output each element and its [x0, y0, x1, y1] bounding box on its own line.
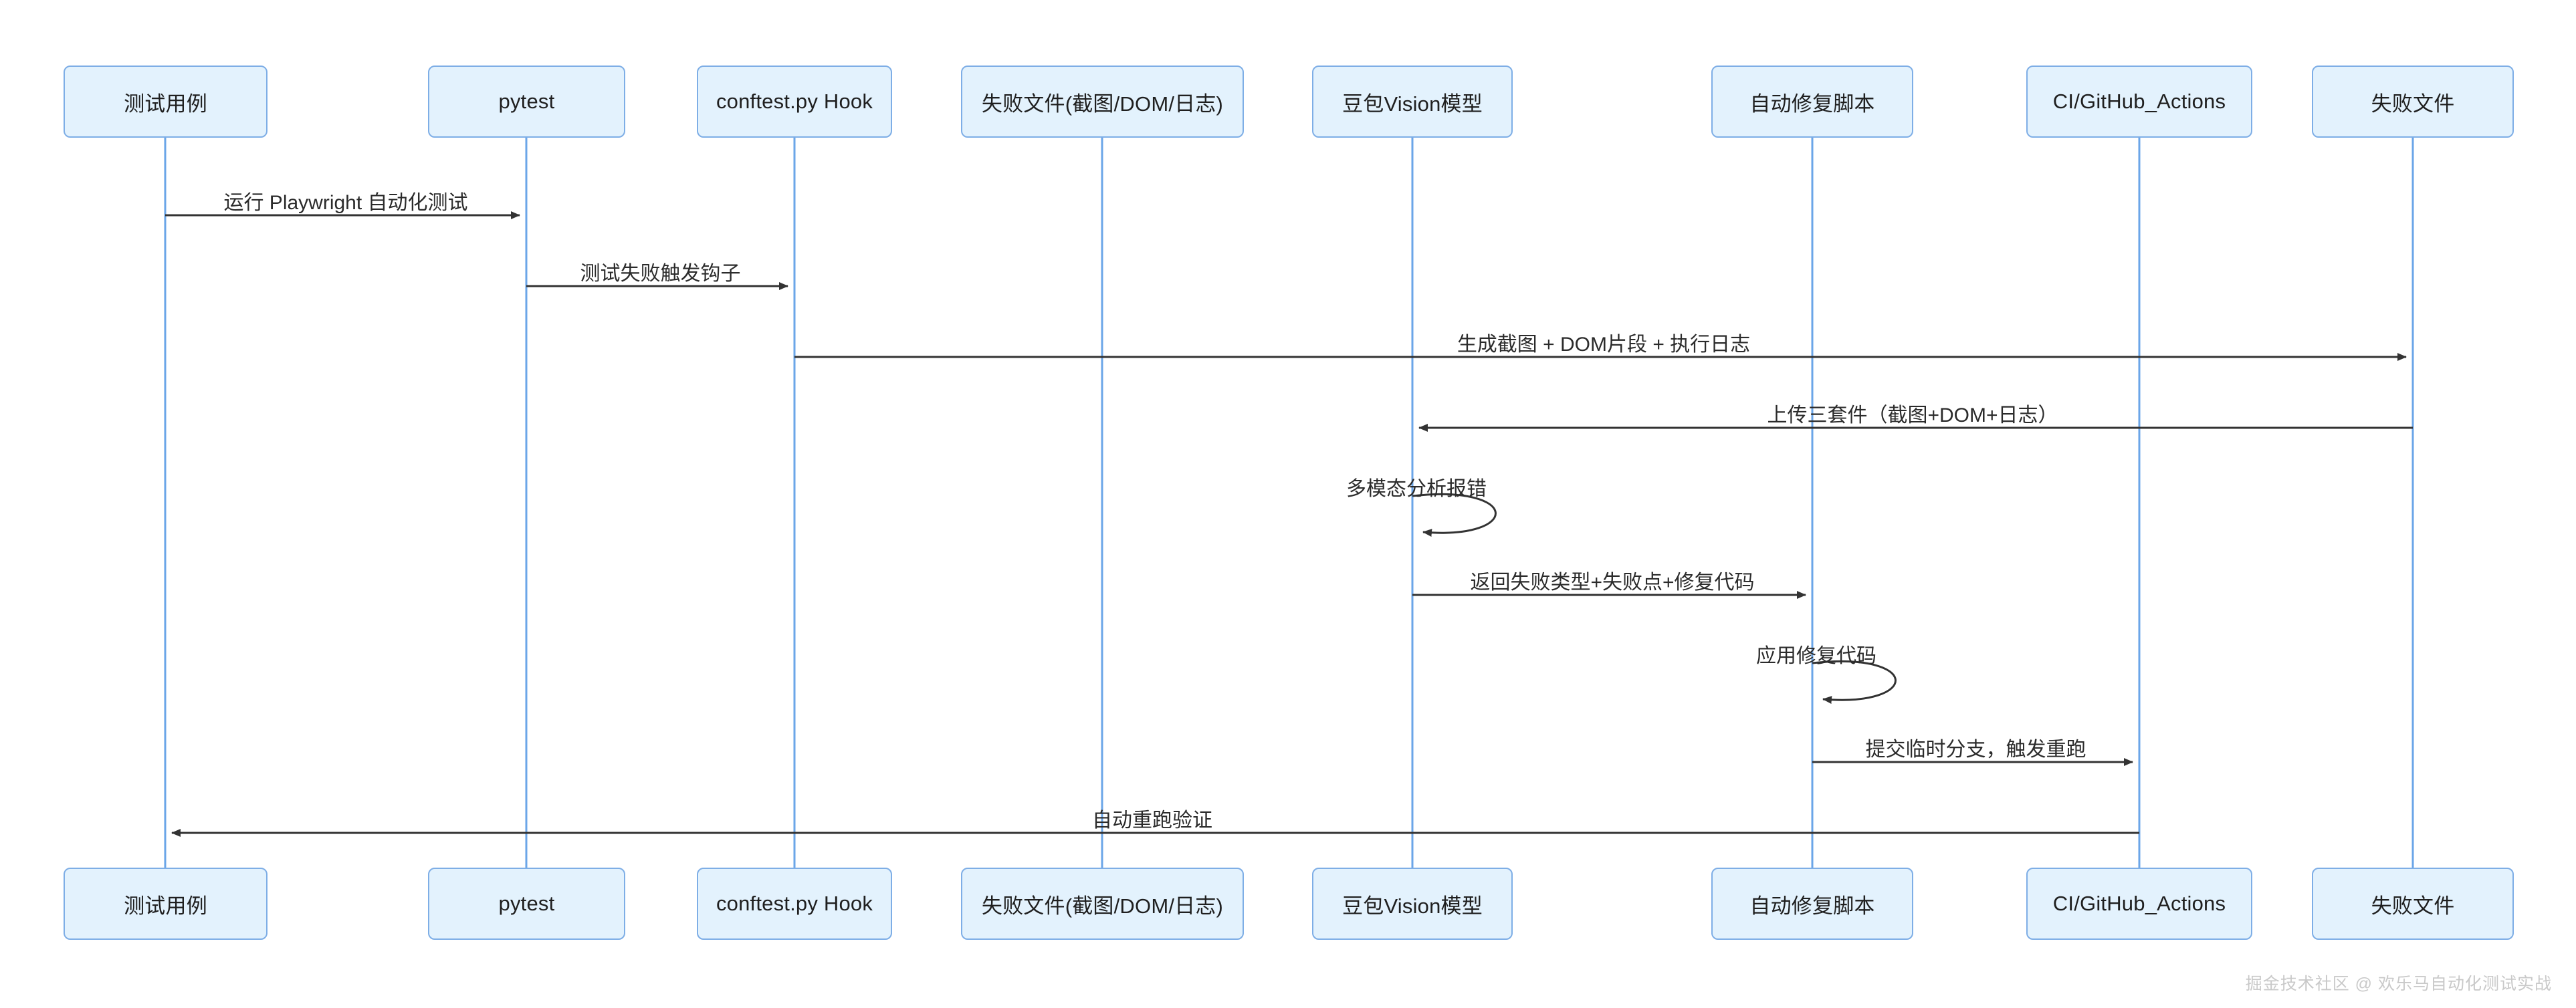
actor-box-top-3[interactable]: conftest.py Hook — [697, 66, 892, 138]
actor-box-bottom-3[interactable]: conftest.py Hook — [697, 868, 892, 940]
actor-box-bottom-8[interactable]: 失败文件 — [2312, 868, 2514, 940]
actor-box-bottom-7[interactable]: CI/GitHub_Actions — [2026, 868, 2252, 940]
message-label-3: 生成截图 + DOM片段 + 执行日志 — [1457, 334, 1751, 356]
actor-label: pytest — [498, 892, 555, 915]
message-label-2: 测试失败触发钩子 — [580, 263, 741, 285]
actor-box-bottom-4[interactable]: 失败文件(截图/DOM/日志) — [961, 868, 1244, 940]
actor-label: 失败文件 — [2371, 92, 2455, 116]
actor-label: CI/GitHub_Actions — [2052, 892, 2226, 915]
actor-box-bottom-6[interactable]: 自动修复脚本 — [1711, 868, 1913, 940]
messages-layer — [165, 211, 2413, 837]
message-label-7: 应用修复代码 — [1756, 645, 1876, 667]
actor-label: 豆包Vision模型 — [1342, 92, 1483, 116]
actor-box-top-5[interactable]: 豆包Vision模型 — [1312, 66, 1513, 138]
actor-box-top-2[interactable]: pytest — [428, 66, 625, 138]
message-label-8: 提交临时分支，触发重跑 — [1865, 739, 2086, 761]
actor-label: 失败文件(截图/DOM/日志) — [981, 894, 1224, 918]
message-label-5: 多模态分析报错 — [1346, 478, 1487, 500]
actor-box-top-1[interactable]: 测试用例 — [64, 66, 267, 138]
actor-label: 自动修复脚本 — [1749, 92, 1875, 116]
actor-box-bottom-5[interactable]: 豆包Vision模型 — [1312, 868, 1513, 940]
message-label-9: 自动重跑验证 — [1092, 809, 1212, 832]
actor-box-bottom-1[interactable]: 测试用例 — [64, 868, 267, 940]
actor-box-top-4[interactable]: 失败文件(截图/DOM/日志) — [961, 66, 1244, 138]
message-label-4: 上传三套件（截图+DOM+日志） — [1767, 404, 2058, 426]
actor-label: CI/GitHub_Actions — [2052, 90, 2226, 113]
actor-box-bottom-2[interactable]: pytest — [428, 868, 625, 940]
self-loop-arrow-7 — [1812, 660, 1897, 705]
actor-box-top-7[interactable]: CI/GitHub_Actions — [2026, 66, 2252, 138]
lifelines-layer — [164, 138, 2414, 868]
actor-label: pytest — [498, 90, 555, 113]
actor-box-top-8[interactable]: 失败文件 — [2312, 66, 2514, 138]
message-label-1: 运行 Playwright 自动化测试 — [223, 192, 468, 214]
message-label-6: 返回失败类型+失败点+修复代码 — [1470, 572, 1755, 594]
actor-label: 失败文件(截图/DOM/日志) — [981, 92, 1224, 116]
actor-label: 豆包Vision模型 — [1342, 894, 1483, 918]
actor-label: conftest.py Hook — [716, 90, 873, 113]
actor-box-top-6[interactable]: 自动修复脚本 — [1711, 66, 1913, 138]
actor-label: 自动修复脚本 — [1749, 894, 1875, 918]
self-loop-arrow-5 — [1412, 493, 1497, 537]
actor-label: 测试用例 — [124, 92, 207, 116]
actor-label: 测试用例 — [124, 894, 207, 918]
watermark: 掘金技术社区 @ 欢乐马自动化测试实战 — [2245, 975, 2552, 993]
actor-label: 失败文件 — [2371, 894, 2455, 918]
actor-label: conftest.py Hook — [716, 892, 873, 915]
